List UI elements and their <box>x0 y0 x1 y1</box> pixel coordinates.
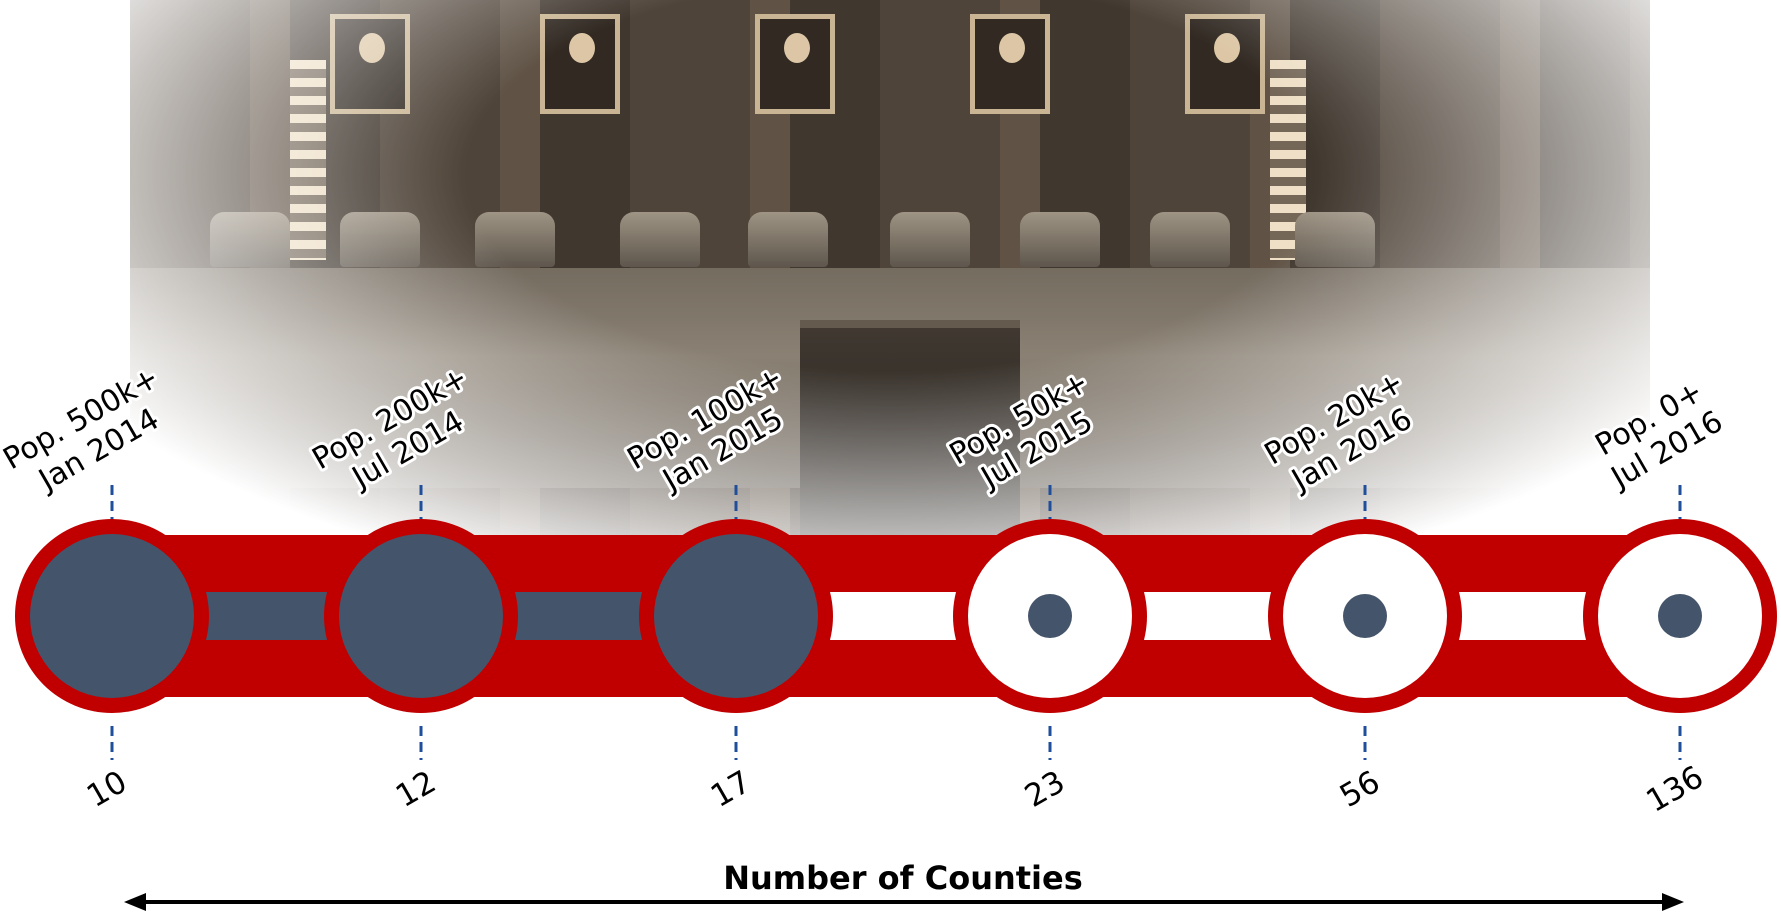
milestone-node-filled <box>339 534 503 698</box>
milestone-dot <box>1658 594 1702 638</box>
milestone-label: Pop. 500k+Jan 2014 <box>0 360 183 508</box>
axis-title: Number of Counties <box>723 859 1083 897</box>
county-count-value: 12 <box>390 764 442 815</box>
milestone-dot <box>1028 594 1072 638</box>
milestone-dot <box>1343 594 1387 638</box>
milestone-label: Pop. 50k+Jul 2015 <box>944 365 1113 504</box>
arrow-left-icon <box>124 893 146 911</box>
milestone-label: Pop. 20k+Jan 2016 <box>1259 365 1428 504</box>
milestone-node-filled <box>654 534 818 698</box>
county-count: 56 <box>1334 764 1386 815</box>
county-count: 23 <box>1019 764 1071 815</box>
milestone-label: Pop. 0+Jul 2016 <box>1586 373 1729 497</box>
milestone-label: Pop. 100k+Jan 2015 <box>621 360 807 508</box>
county-count-value: 23 <box>1019 764 1071 815</box>
county-count-value: 10 <box>81 764 133 815</box>
milestone-node-filled <box>30 534 194 698</box>
milestone-label: Pop. 200k+Jul 2014 <box>306 360 492 508</box>
county-count: 10 <box>81 764 133 815</box>
arrow-right-icon <box>1662 893 1684 911</box>
county-count: 17 <box>705 764 757 815</box>
county-count: 12 <box>390 764 442 815</box>
county-count-value: 136 <box>1640 759 1709 820</box>
county-count-value: 17 <box>705 764 757 815</box>
county-count-value: 56 <box>1334 764 1386 815</box>
county-count: 136 <box>1640 759 1709 820</box>
